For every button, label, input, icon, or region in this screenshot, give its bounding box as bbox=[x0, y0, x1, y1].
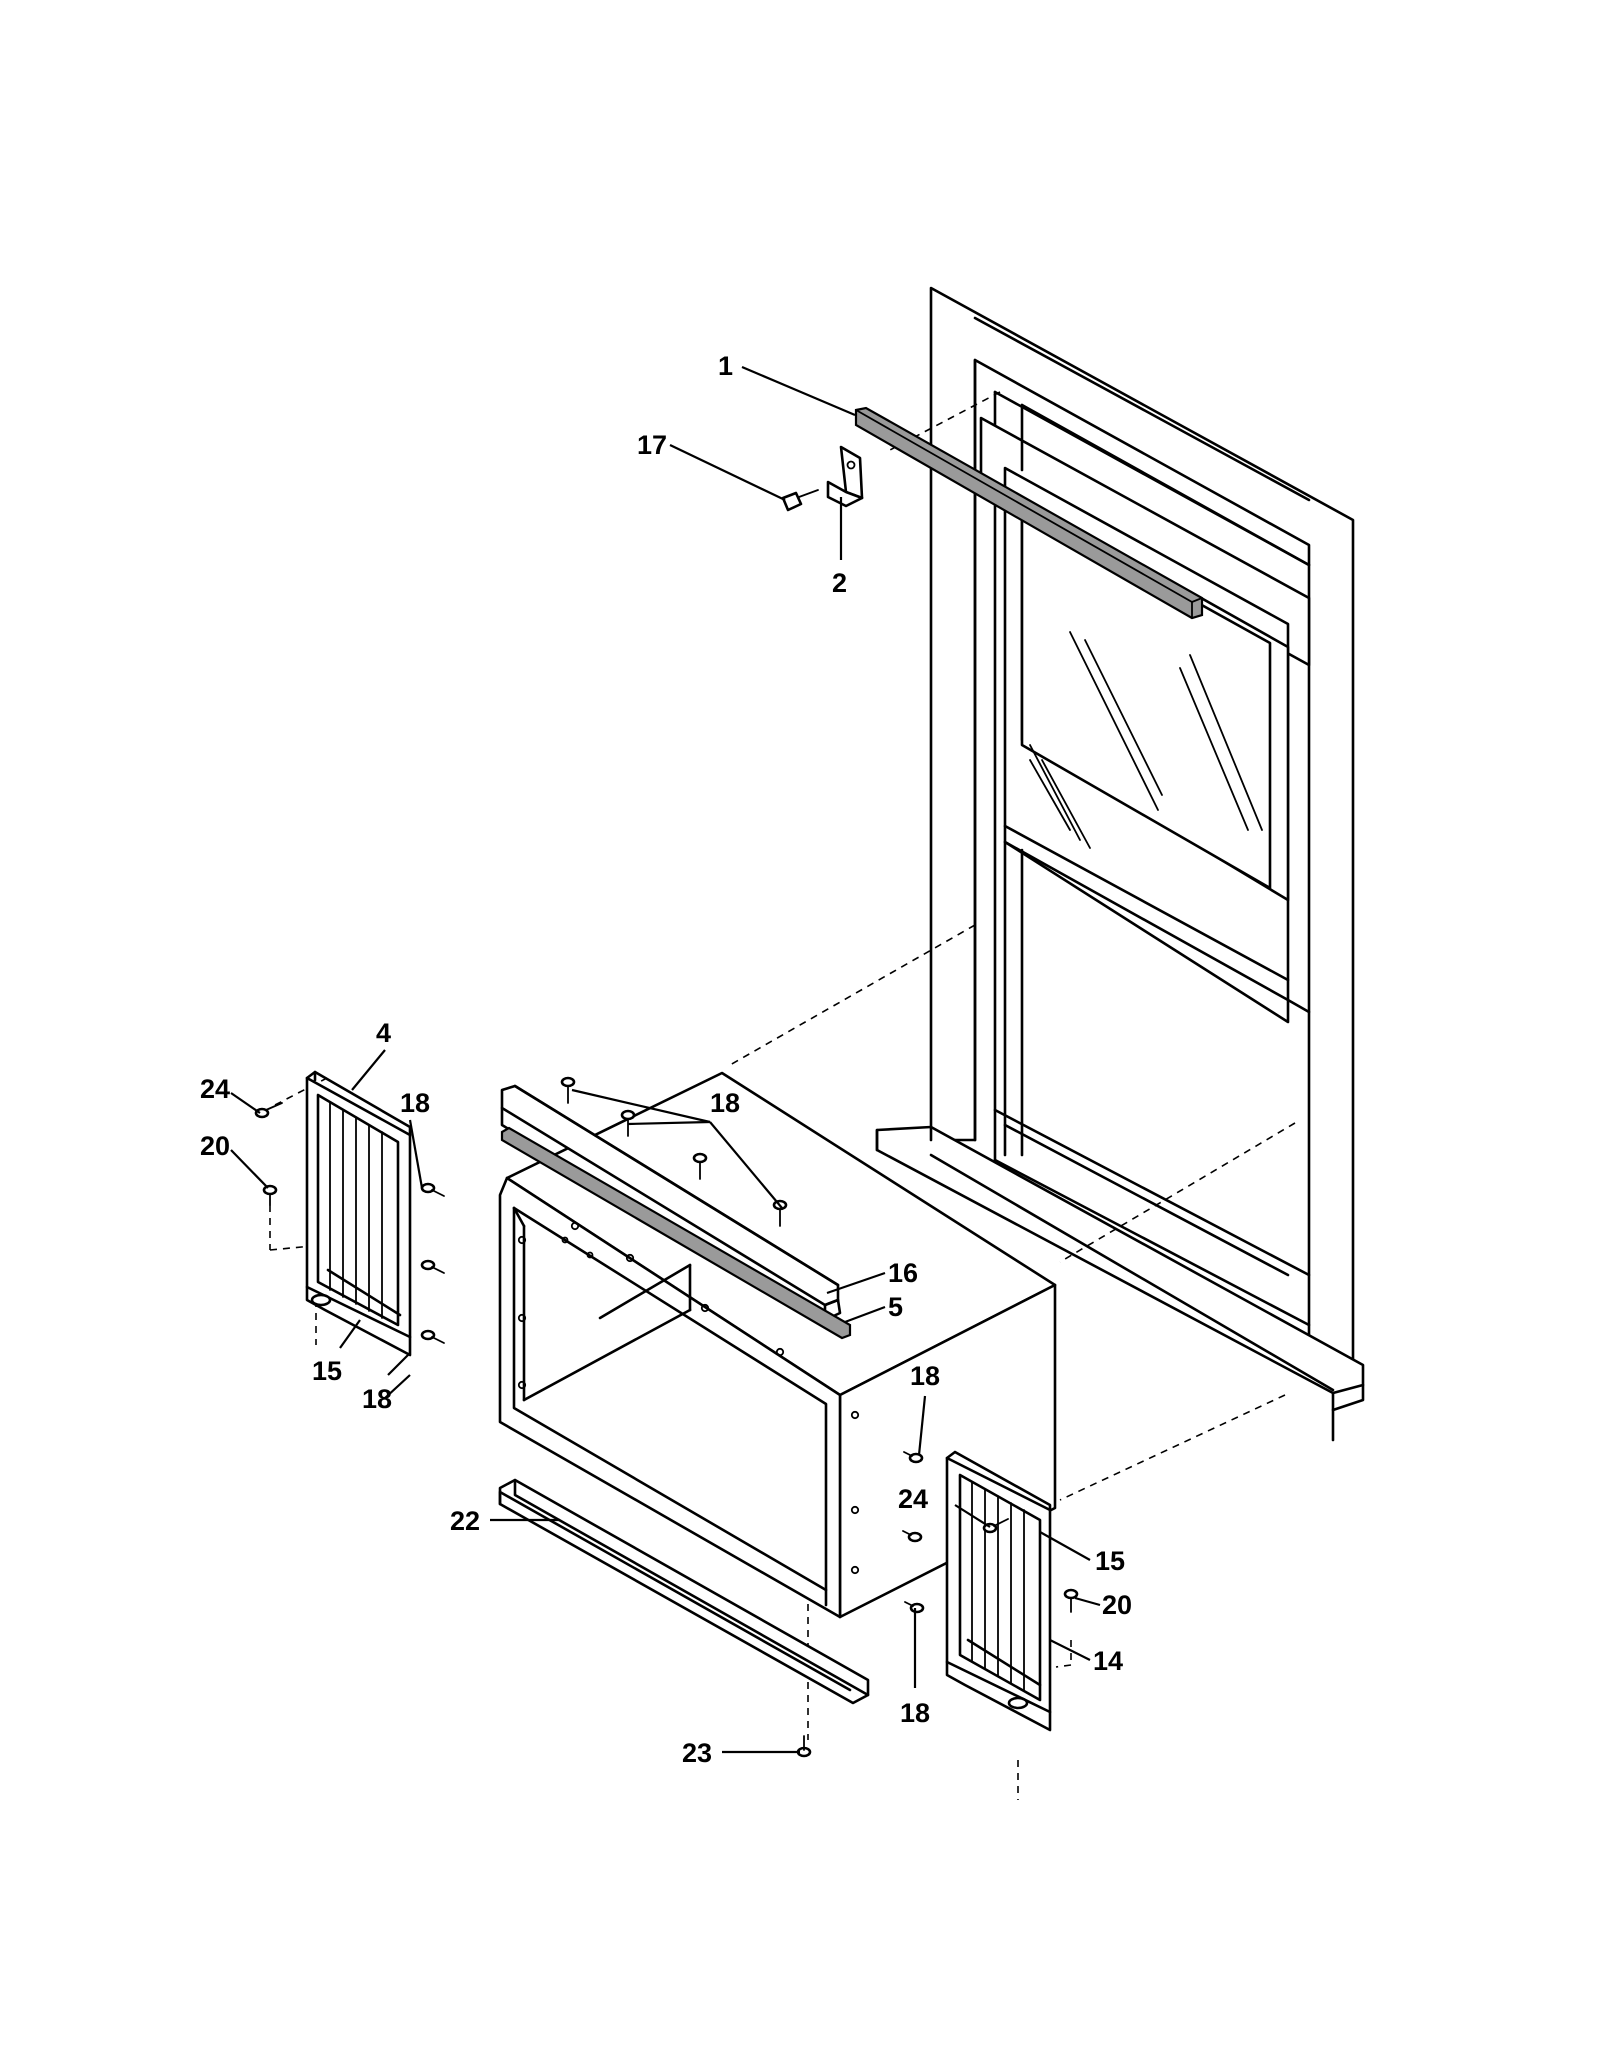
right-side-screws bbox=[902, 1451, 1079, 1614]
screw-part-17 bbox=[781, 489, 819, 512]
callout-17: 17 bbox=[637, 430, 667, 460]
foam-strip-part-5 bbox=[500, 1126, 852, 1340]
callout-4: 4 bbox=[376, 1018, 391, 1048]
callout-20-right: 20 bbox=[1102, 1590, 1132, 1620]
screw-icon bbox=[262, 1184, 278, 1206]
callout-5: 5 bbox=[888, 1292, 903, 1322]
screw-icon bbox=[772, 1199, 788, 1227]
screw-icon bbox=[420, 1182, 445, 1197]
screw-icon bbox=[620, 1109, 636, 1137]
callout-15-right: 15 bbox=[1095, 1546, 1125, 1576]
left-curtain-panel-part-4 bbox=[305, 1070, 412, 1357]
callout-18-right-bottom: 18 bbox=[900, 1698, 930, 1728]
right-curtain-panel-part-14 bbox=[945, 1450, 1052, 1732]
screw-icon bbox=[692, 1152, 708, 1180]
callout-23: 23 bbox=[682, 1738, 712, 1768]
screw-icon bbox=[420, 1329, 445, 1344]
callout-16: 16 bbox=[888, 1258, 918, 1288]
callout-18-right-top: 18 bbox=[910, 1361, 940, 1391]
rail-screws-part-18 bbox=[560, 1076, 788, 1227]
callout-24-left: 24 bbox=[200, 1074, 230, 1104]
leader-lines bbox=[230, 365, 1101, 1754]
screw-icon bbox=[982, 1518, 1009, 1534]
bracket-part-2 bbox=[826, 445, 864, 508]
callout-18-rail: 18 bbox=[710, 1088, 740, 1118]
callout-2: 2 bbox=[832, 568, 847, 598]
window-frame bbox=[875, 286, 1365, 1442]
callout-14: 14 bbox=[1093, 1646, 1123, 1676]
screw-icon bbox=[902, 1530, 923, 1543]
callout-20-left: 20 bbox=[200, 1131, 230, 1161]
foam-seal-part-1 bbox=[854, 406, 1204, 620]
screw-icon bbox=[560, 1076, 576, 1104]
screw-icon bbox=[254, 1102, 283, 1119]
callout-22: 22 bbox=[450, 1506, 480, 1536]
screw-icon bbox=[420, 1259, 445, 1274]
callout-24-right: 24 bbox=[898, 1484, 928, 1514]
callout-1: 1 bbox=[718, 351, 733, 381]
callouts: 1 17 2 4 24 18 20 15 18 18 16 5 22 23 18… bbox=[200, 351, 1132, 1768]
callout-18-left-bottom: 18 bbox=[362, 1384, 392, 1414]
screw-icon bbox=[903, 1451, 924, 1464]
callout-15-left: 15 bbox=[312, 1356, 342, 1386]
callout-18-left-top: 18 bbox=[400, 1088, 430, 1118]
screw-icon bbox=[1063, 1588, 1079, 1613]
bottom-rail-part-22 bbox=[498, 1478, 870, 1705]
